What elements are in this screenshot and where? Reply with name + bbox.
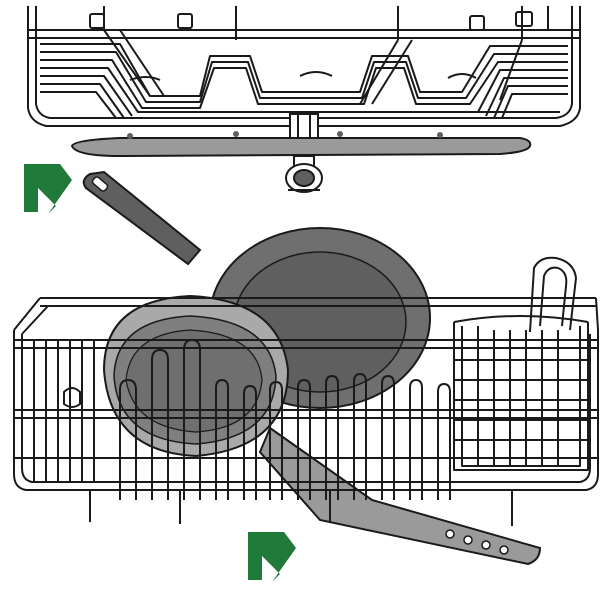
water-inlet	[285, 155, 323, 193]
cutlery-basket	[453, 256, 589, 471]
upper-spray-arm-arrow	[24, 164, 72, 214]
lower-rack	[13, 297, 599, 526]
upper-spray-arm-nozzles	[127, 131, 443, 139]
lower-spray-arm-arrow	[248, 532, 296, 582]
upper-rack	[27, 6, 581, 127]
lower-spray-arm	[258, 426, 542, 566]
pan-handle	[82, 170, 202, 266]
upper-spray-arm	[70, 137, 532, 158]
frying-pan-front	[102, 294, 290, 458]
